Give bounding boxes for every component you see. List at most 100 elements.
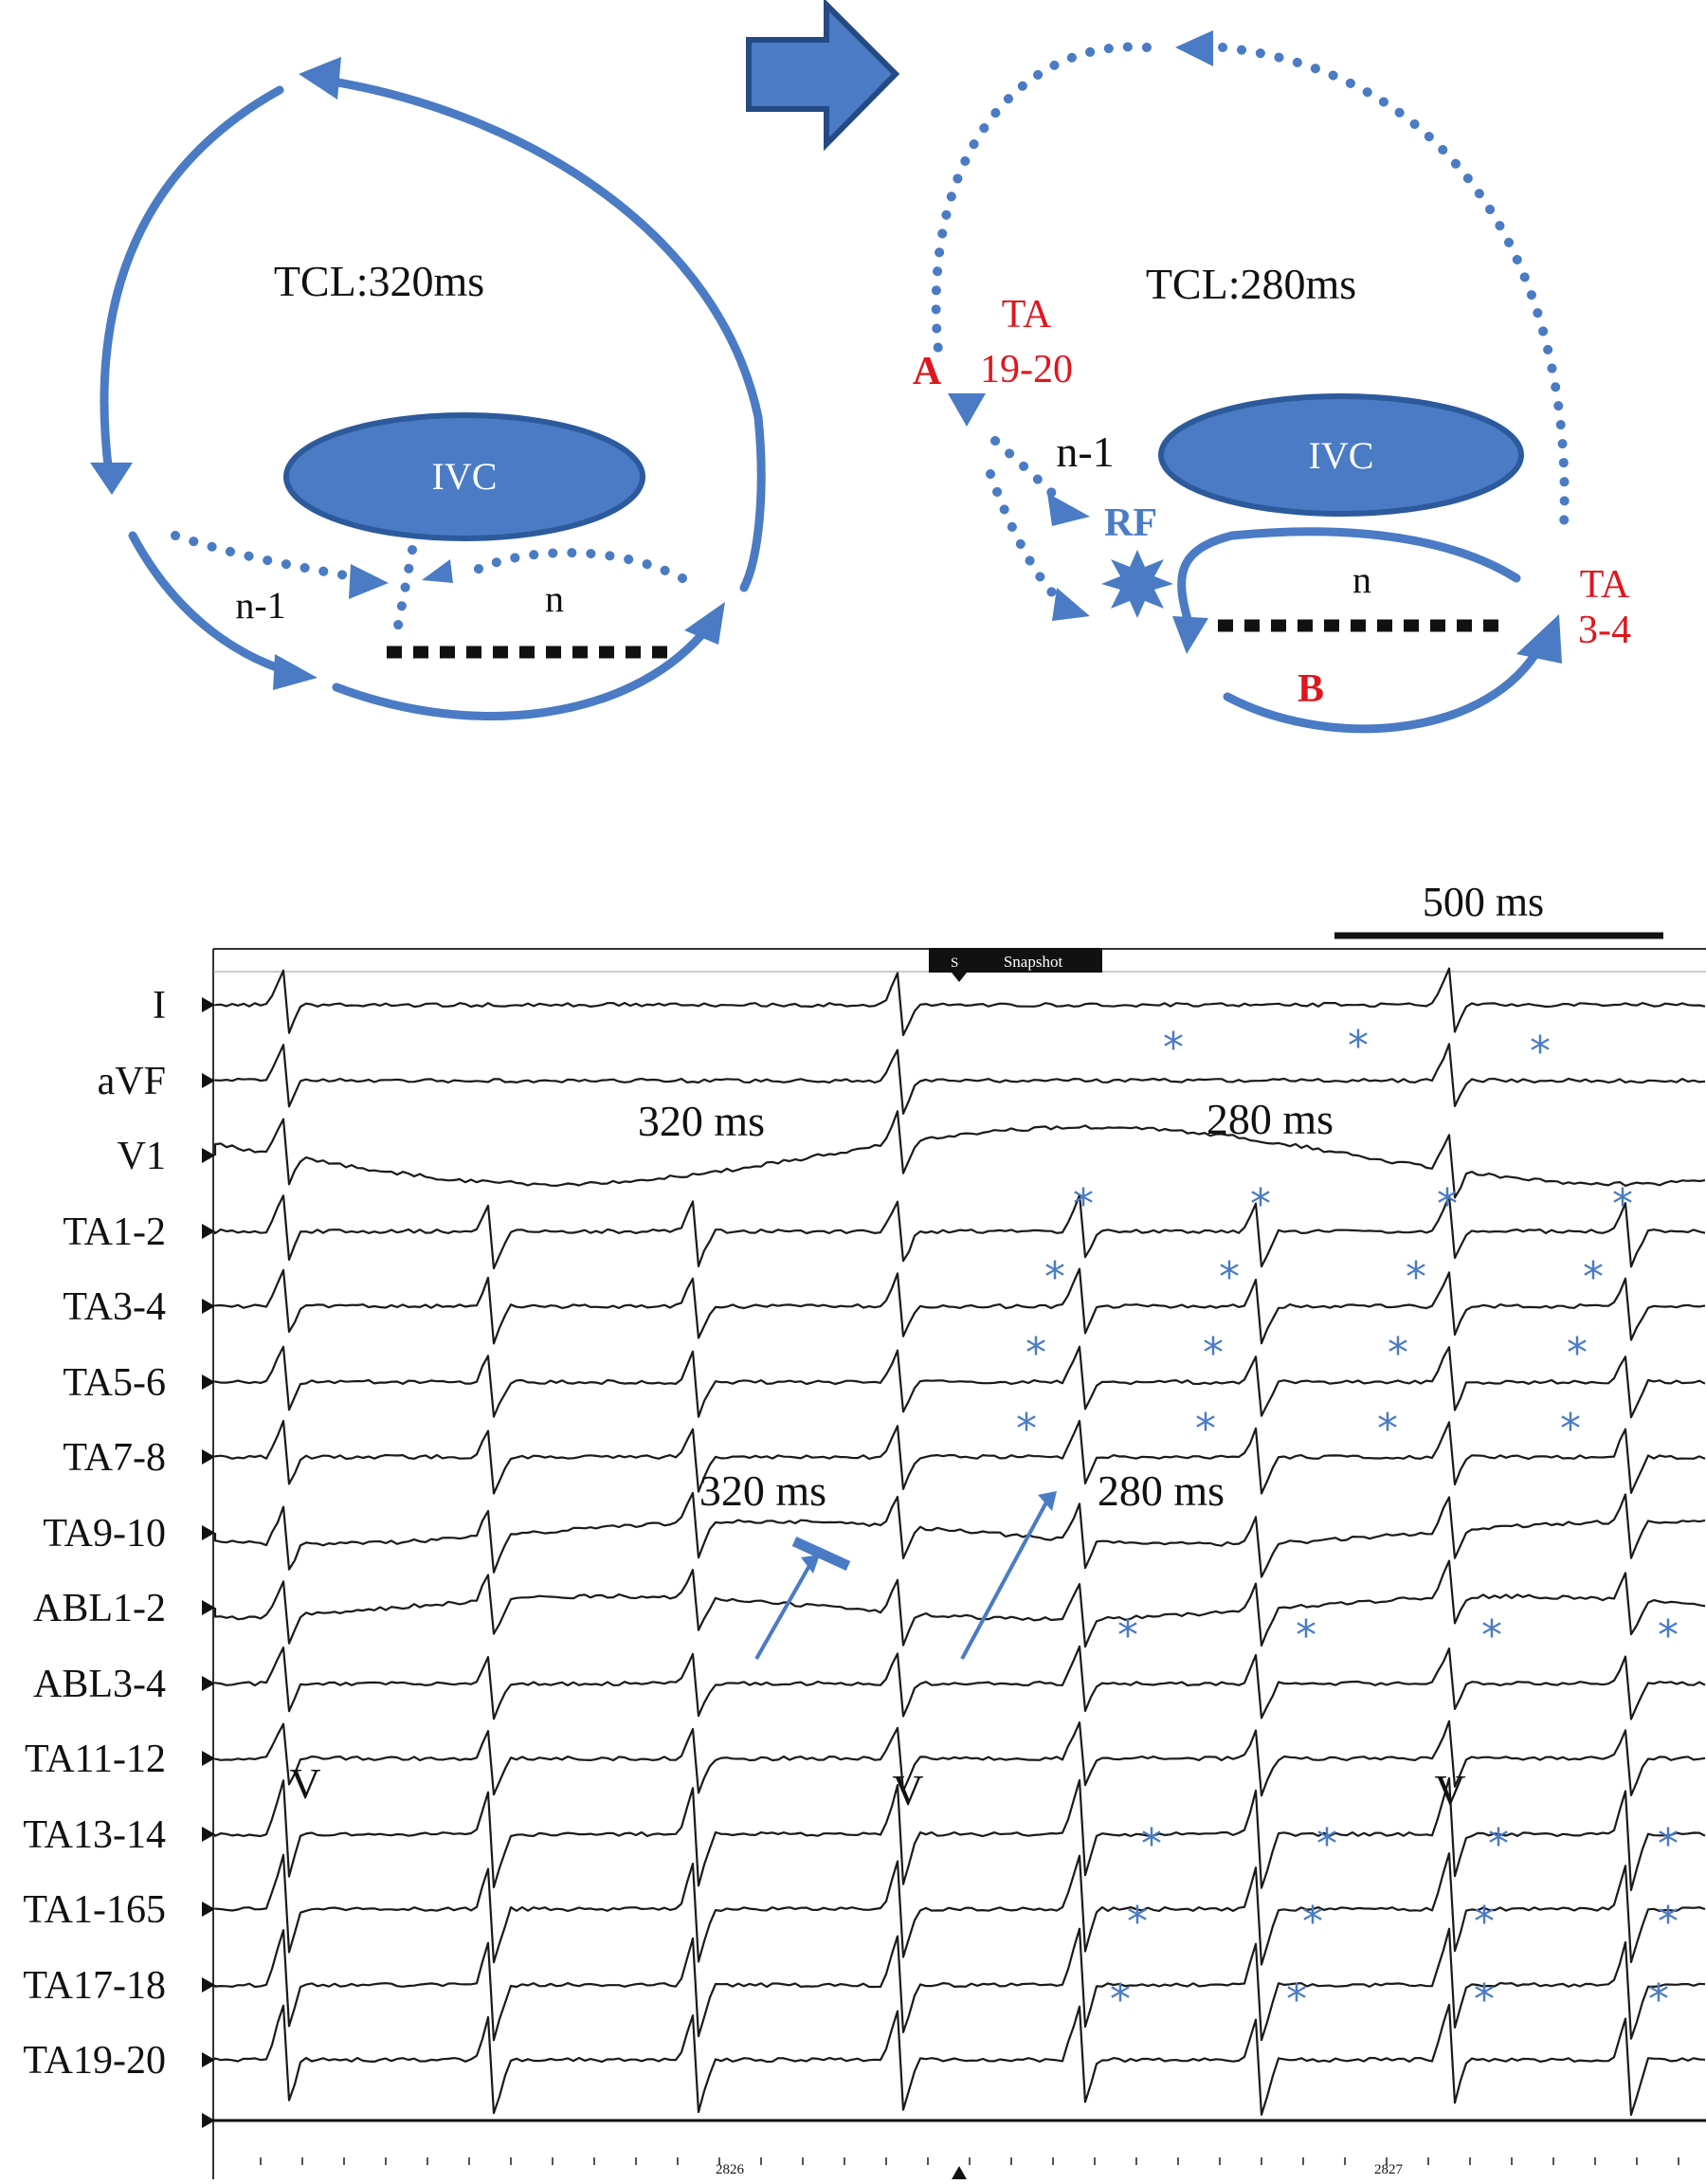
activation-star-icon: * [1195,1405,1216,1453]
v-label-2: V [892,1766,923,1814]
channel-marker-ta19-20 [202,2052,215,2067]
activation-star-icon: * [1377,1405,1398,1453]
left-outer-loop [100,85,284,479]
right-arrowhead-right [1516,614,1562,664]
activation-star-icon: * [1302,1898,1323,1946]
left-tcl-label: TCL:320ms [274,257,484,305]
left-outer-loop-right [322,76,766,592]
activation-star-icon: * [1044,1253,1065,1301]
channel-marker-ta11-12 [202,1751,215,1766]
activation-star-icon: * [1203,1329,1224,1377]
left-dotted-left [171,531,365,583]
channel-trace-ta7-8 [213,1419,1706,1495]
bottom-time-ticks [260,2157,1679,2165]
channel-trace-ta3-4 [213,1267,1706,1345]
activation-star-icon: * [1658,1820,1679,1868]
channel-trace-ta1-165 [213,1852,1706,1966]
activation-star-icon: * [1612,1180,1633,1228]
conduction-arrowhead-1 [801,1555,820,1574]
channel-marker-ta7-8 [202,1449,215,1465]
right-ivc-ellipse [1158,393,1524,517]
activation-star-icon: * [1250,1180,1271,1228]
left-arrowhead-dotted-left [349,564,389,599]
rf-burst-icon [1101,550,1173,618]
activation-star-icon: * [1406,1253,1426,1301]
channel-marker-ta17-18 [202,1977,215,1993]
channel-label-abl1-2: ABL1-2 [33,1587,166,1630]
v-label-3: V [1434,1766,1465,1814]
right-arrowhead-left-down [948,393,986,427]
channel-trace-ta11-12 [213,1720,1706,1797]
right-arrowhead-left [1172,616,1208,654]
site-b-number: 3-4 [1578,609,1631,652]
right-arrowhead-inner-1 [1047,493,1090,526]
activation-star-icon: * [1219,1253,1240,1301]
left-lower-arc [128,531,299,678]
activation-star-icon: * [1474,1975,1495,2024]
channel-marker-ta1-2 [202,1224,215,1239]
channel-label-ta13-14: TA13-14 [23,1813,166,1857]
left-ivc-label: IVC [432,455,498,498]
activation-star-icon: * [1530,1028,1551,1076]
left-n-label: n [545,577,564,620]
site-b-letter: B [1298,667,1324,711]
activation-star-icon: * [1073,1180,1094,1228]
activation-star-icon: * [1658,1611,1679,1660]
channel-label-ta11-12: TA11-12 [25,1738,166,1781]
block-marker [791,1536,851,1572]
left-dotted-right [464,548,687,583]
activation-star-icon: * [1388,1329,1408,1377]
channel-trace-i [213,967,1706,1037]
channel-marker-ta5-6 [202,1374,215,1390]
conduction-arrow-2 [960,1500,1049,1660]
channel-trace-ta1-2 [213,1193,1706,1270]
channel-marker-abl3-4 [202,1676,215,1691]
activation-star-icon: * [1560,1405,1581,1453]
channel-label-ta9-10: TA9-10 [43,1512,166,1556]
activation-star-icon: * [1316,1820,1337,1868]
interval-label-aVF-320: 320 ms [638,1097,765,1145]
right-arrowhead-inner-2 [1052,588,1090,621]
channel-label-i: I [153,984,166,1028]
time-cursor-icon [952,2166,967,2179]
activation-star-icon: * [1110,1975,1131,2024]
channel-label-ta1-165: TA1-165 [23,1888,166,1932]
activation-star-icon: * [1348,1022,1369,1070]
left-ivc-ellipse [283,412,645,541]
channel-trace-ta9-10 [213,1491,1706,1578]
activation-star-icon: * [1163,1024,1184,1072]
snapshot-icon: S [951,956,958,971]
transition-arrow-icon [746,0,900,152]
channel-label-ta3-4: TA3-4 [63,1285,166,1329]
channel-marker-ta1-165 [202,1902,215,1917]
activation-star-icon: * [1567,1329,1588,1377]
channel-label-abl3-4: ABL3-4 [33,1663,166,1706]
snapshot-pointer-icon [952,973,967,982]
activation-star-icon: * [1286,1975,1307,2024]
right-tcl-label: TCL:280ms [1146,260,1356,308]
left-bottom-arc [332,630,706,720]
channel-trace-avf [213,1043,1706,1115]
v-label-1: V [289,1759,320,1808]
activation-star-icon: * [1296,1611,1316,1660]
activation-star-icon: * [1488,1820,1509,1868]
time-tick-label-1: 2826 [716,2162,745,2177]
snapshot-tag [929,948,1102,973]
rf-label: RF [1104,501,1157,545]
channel-marker-v1 [202,1148,215,1163]
channel-label-ta19-20: TA19-20 [23,2039,166,2083]
conduction-arrowhead-2 [1038,1491,1057,1511]
left-circuit-diagram: IVC TCL:320ms n-1 n [90,57,766,720]
left-arrowhead-dotted-right [422,559,453,583]
channel-marker-avf [202,1073,215,1088]
channel-label-v1: V1 [118,1135,166,1178]
activation-star-icon: * [1481,1611,1502,1660]
site-a-ta: TA [1002,293,1052,337]
right-upper-arc [1177,527,1521,630]
activation-star-icon: * [1583,1253,1604,1301]
channel-marker-abl1-2 [202,1600,215,1615]
channel-label-ta7-8: TA7-8 [63,1436,166,1480]
time-tick-label-2: 2827 [1374,2162,1404,2177]
left-dotted-gap [393,545,417,630]
channel-marker-ta3-4 [202,1299,215,1314]
